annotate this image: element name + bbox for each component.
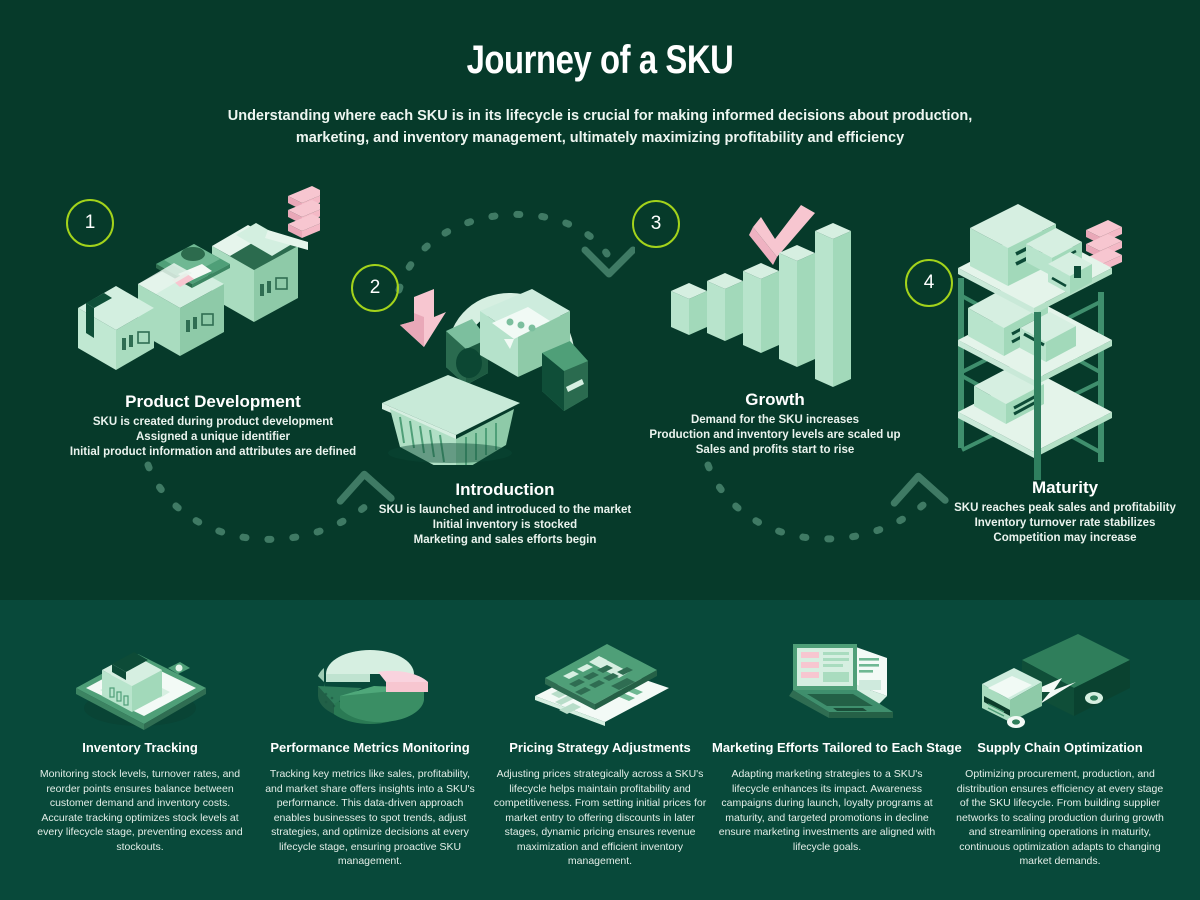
headphones-basket-icon	[382, 289, 588, 465]
rising-bars-icon	[671, 205, 851, 387]
warehouse-shelf-icon	[958, 204, 1122, 480]
laptop-documents-icon	[712, 630, 942, 740]
step-2-line-1: SKU is launched and introduced to the ma…	[378, 504, 632, 516]
arrow-step2-to-step3	[395, 211, 635, 294]
step-1-description: SKU is created during product developmen…	[33, 415, 393, 460]
step-2-line-3: Marketing and sales efforts begin	[413, 534, 597, 546]
card-inventory-tracking: Inventory Tracking Monitoring stock leve…	[25, 630, 255, 854]
step-4-title: Maturity	[1031, 478, 1099, 497]
open-boxes-icon	[78, 186, 320, 370]
step-1-number-badge: 1	[66, 199, 114, 247]
card-body: Adapting marketing strategies to a SKU's…	[718, 768, 936, 853]
page-subtitle: Understanding where each SKU is in its l…	[227, 108, 973, 146]
arrow-step3-to-step4	[704, 461, 949, 543]
card-supply-chain-optimization: Supply Chain Optimization Optimizing pro…	[945, 630, 1175, 869]
step-4-number-badge: 4	[905, 259, 953, 307]
step-4-line-2: Inventory turnover rate stabilizes	[974, 517, 1156, 529]
step-2-line-2: Initial inventory is stocked	[432, 519, 578, 531]
step-2-title: Introduction	[455, 480, 555, 499]
step-2-description: SKU is launched and introduced to the ma…	[325, 503, 685, 548]
step-3-number-badge: 3	[632, 200, 680, 248]
card-title: Pricing Strategy Adjustments	[509, 740, 691, 755]
step-3-line-2: Production and inventory levels are scal…	[649, 429, 901, 441]
step-4-line-1: SKU reaches peak sales and profitability	[954, 502, 1176, 514]
card-title: Supply Chain Optimization	[977, 740, 1143, 755]
step-4-number: 4	[923, 272, 935, 293]
arrow-step1-to-step2	[144, 461, 395, 543]
clipboard-box-icon	[25, 630, 255, 740]
step-3-line-1: Demand for the SKU increases	[690, 414, 860, 426]
step-1-number: 1	[84, 212, 96, 233]
step-3-description: Demand for the SKU increases Production …	[595, 413, 955, 458]
card-body: Adjusting prices strategically across a …	[493, 768, 707, 867]
step-2-number: 2	[369, 277, 381, 298]
card-body: Tracking key metrics like sales, profita…	[265, 768, 475, 867]
step-1-line-1: SKU is created during product developmen…	[92, 416, 334, 428]
step-1-line-2: Assigned a unique identifier	[136, 431, 290, 443]
card-pricing-strategy-adjustments: Pricing Strategy Adjustments Adjusting p…	[485, 630, 715, 869]
page-title: Journey of a SKU	[466, 38, 734, 82]
step-4-line-3: Competition may increase	[993, 532, 1137, 544]
step-3-number: 3	[650, 213, 662, 234]
card-body: Optimizing procurement, production, and …	[956, 768, 1164, 867]
step-1-line-3: Initial product information and attribut…	[69, 446, 357, 458]
card-marketing-efforts: Marketing Efforts Tailored to Each Stage…	[712, 630, 962, 854]
step-1-title: Product Development	[125, 392, 301, 411]
card-title: Marketing Efforts Tailored to Each Stage	[712, 740, 962, 755]
calculator-receipt-icon	[485, 630, 715, 740]
card-title: Inventory Tracking	[82, 740, 198, 755]
step-3-title: Growth	[745, 390, 805, 409]
step-2-number-badge: 2	[351, 264, 399, 312]
pie-chart-icon	[255, 630, 485, 740]
card-title: Performance Metrics Monitoring	[270, 740, 470, 755]
step-4-description: SKU reaches peak sales and profitability…	[885, 501, 1200, 546]
card-body: Monitoring stock levels, turnover rates,…	[37, 768, 243, 853]
card-performance-metrics-monitoring: Performance Metrics Monitoring Tracking …	[255, 630, 485, 869]
step-3-line-3: Sales and profits start to rise	[695, 444, 855, 456]
delivery-truck-icon	[945, 630, 1175, 740]
